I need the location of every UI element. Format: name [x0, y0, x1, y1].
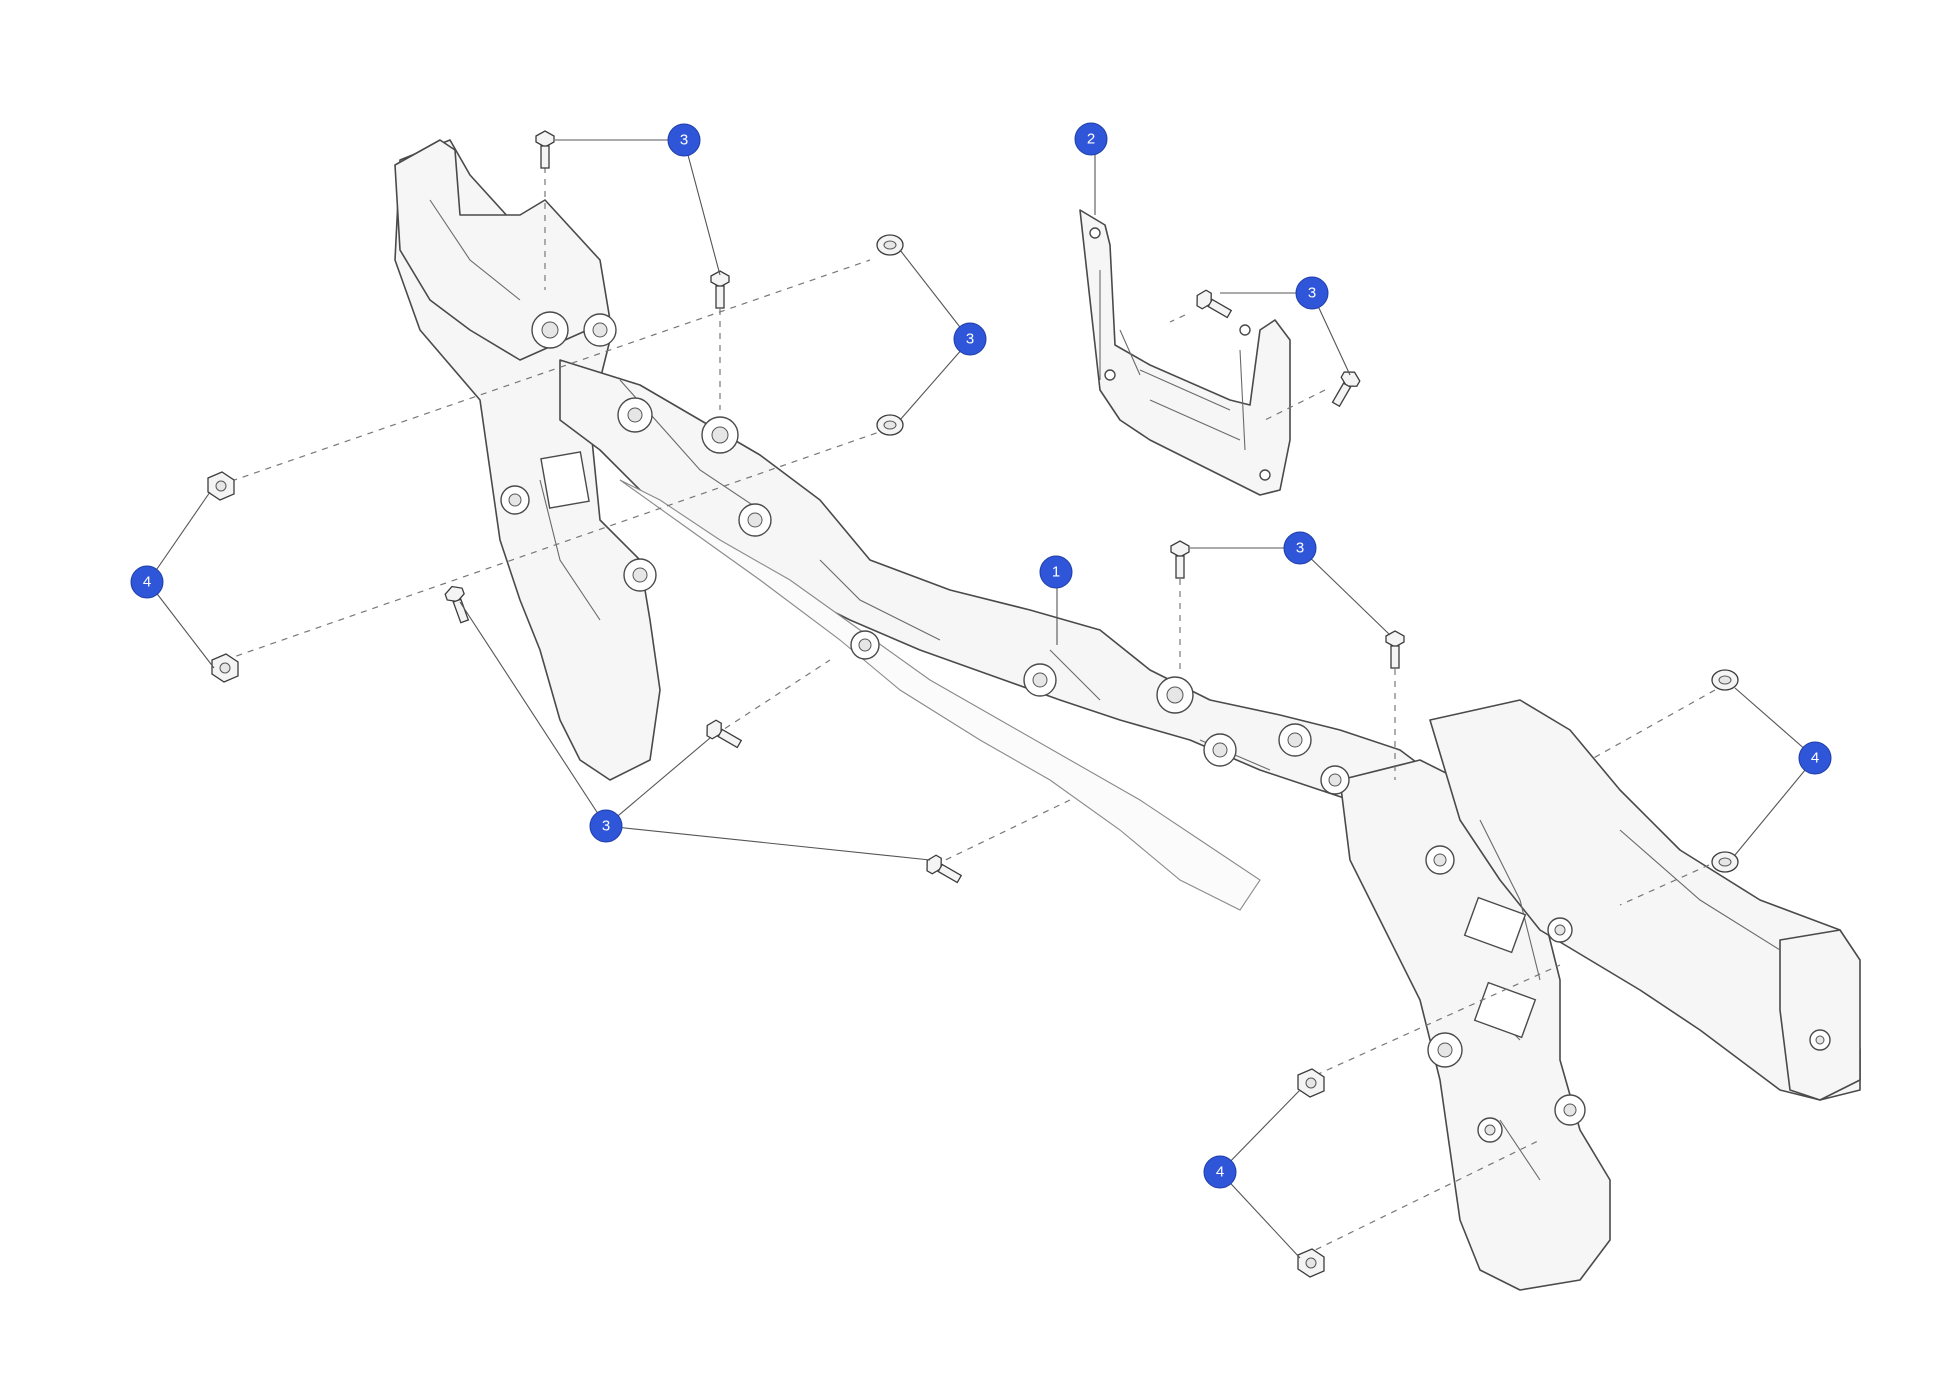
bracket-hole-top — [1089, 227, 1101, 239]
bolt-icon — [1385, 630, 1405, 669]
callout-3[interactable]: 3 — [1295, 276, 1329, 310]
bolt-icon — [1196, 289, 1233, 319]
callout-1-label: 1 — [1052, 564, 1060, 581]
nut-icon — [1297, 1068, 1325, 1098]
callout-4[interactable]: 4 — [1203, 1155, 1237, 1189]
frame-cutout-right-2 — [1473, 981, 1537, 1039]
leader-lines — [147, 139, 1816, 1259]
bolt-icon — [1331, 371, 1361, 408]
nut-icon — [211, 653, 239, 683]
callout-4[interactable]: 4 — [130, 565, 164, 599]
callout-1[interactable]: 1 — [1039, 555, 1073, 589]
callout-3-label: 3 — [1296, 540, 1304, 557]
callout-4-label: 4 — [1216, 1164, 1224, 1181]
bracket-detail-lines — [1099, 270, 1246, 451]
callout-3[interactable]: 3 — [667, 123, 701, 157]
frame-cutout-right-1 — [1463, 896, 1527, 954]
callout-3-label: 3 — [602, 818, 610, 835]
washer-icon — [876, 414, 904, 436]
callout-3[interactable]: 3 — [589, 809, 623, 843]
radiator-support-frame — [394, 139, 1861, 1291]
callout-3-label: 3 — [1308, 285, 1316, 302]
bolt-icon — [926, 854, 963, 884]
callout-4-label: 4 — [143, 574, 151, 591]
bracket-hole-bottom — [1259, 469, 1271, 481]
callout-3[interactable]: 3 — [953, 322, 987, 356]
callouts: 3 2 3 3 4 1 3 4 — [130, 122, 1832, 1189]
callout-4[interactable]: 4 — [1798, 741, 1832, 775]
bolt-icon — [444, 585, 470, 624]
alignment-lines — [219, 155, 1721, 1256]
nut-icon — [207, 471, 235, 501]
callout-3-label: 3 — [966, 331, 974, 348]
callout-3-label: 3 — [680, 132, 688, 149]
callout-3[interactable]: 3 — [1283, 531, 1317, 565]
nut-icon — [1711, 851, 1739, 873]
bolt-icon — [710, 270, 730, 309]
frame-mounting-bosses — [500, 311, 1831, 1143]
frame-left-top-bracket — [394, 139, 611, 361]
bracket-hole-left — [1104, 369, 1116, 381]
nut-icon — [1297, 1248, 1325, 1278]
bolt-icon — [1170, 540, 1190, 579]
frame-right-end-cap — [1779, 929, 1861, 1101]
callout-4-label: 4 — [1811, 750, 1819, 767]
nut-icon — [1711, 669, 1739, 691]
bolts — [444, 130, 1405, 884]
frame-cutout-left — [540, 451, 590, 509]
bolt-icon — [706, 719, 743, 749]
bracket-body — [1079, 209, 1291, 496]
nuts — [207, 471, 1739, 1278]
washer-icon — [876, 234, 904, 256]
bracket-hole-right — [1239, 324, 1251, 336]
callout-2[interactable]: 2 — [1074, 122, 1108, 156]
frame-crossbar — [559, 359, 1461, 831]
callout-2-label: 2 — [1087, 131, 1095, 148]
mounting-bracket — [1079, 209, 1291, 496]
bolt-icon — [535, 130, 555, 169]
washers — [876, 234, 904, 436]
